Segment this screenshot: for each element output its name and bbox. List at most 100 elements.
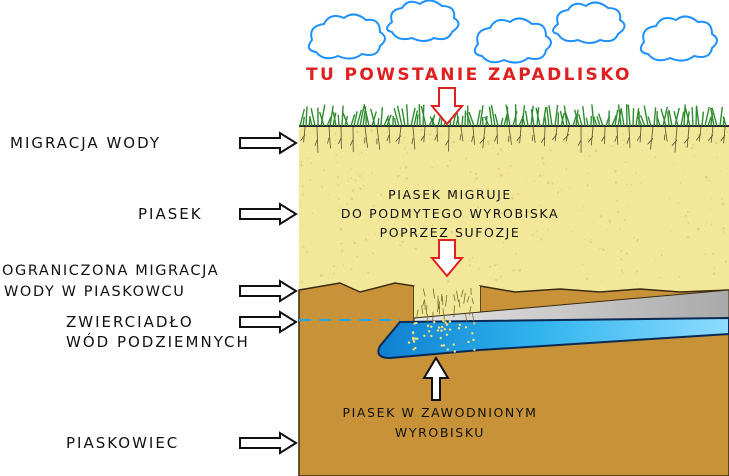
sand-speckle <box>468 259 471 262</box>
sand-speckle <box>452 140 456 144</box>
label-zwierciadlo-2: WÓD PODZIEMNYCH <box>66 333 250 351</box>
sand-speckle <box>406 191 409 194</box>
sand-speckle <box>707 179 710 182</box>
root <box>327 126 331 149</box>
sand-speckle <box>333 272 335 275</box>
sand-speckle <box>629 183 632 186</box>
sand-speckle <box>372 204 375 207</box>
sand-speckle <box>494 278 498 282</box>
sand-speckle <box>686 211 689 213</box>
sand-speckle <box>476 205 480 209</box>
sand-speckle <box>617 210 620 213</box>
sand-speckle <box>726 131 729 133</box>
grass-blade <box>393 108 400 127</box>
sand-speckle <box>431 224 434 227</box>
grass-blade <box>627 104 631 127</box>
grass-blade <box>431 114 436 127</box>
sand-speckle <box>302 246 305 249</box>
sand-speckle <box>606 228 608 230</box>
root <box>300 126 306 143</box>
root <box>445 126 450 152</box>
grass-blade <box>695 105 700 127</box>
sand-speckle <box>354 179 357 182</box>
sinkhole-location-arrow <box>429 87 465 126</box>
grass-blade <box>559 110 565 127</box>
root <box>540 126 546 147</box>
sand-speckle <box>713 272 716 276</box>
grass-blade <box>710 107 715 127</box>
sand-speckle <box>475 177 478 180</box>
root <box>562 126 570 142</box>
sand-speckle <box>679 182 681 185</box>
root <box>364 126 368 148</box>
sand-speckle <box>716 156 718 159</box>
sand-grain <box>430 325 433 328</box>
sand-speckle <box>423 225 425 227</box>
sand-speckle <box>693 155 695 157</box>
sand-speckle <box>722 227 725 230</box>
sand-speckle <box>622 144 625 146</box>
flooded-sand-pointer-arrow <box>422 356 450 401</box>
root <box>663 126 668 142</box>
grass-blade <box>350 114 356 127</box>
sinkhole-sand-flow <box>416 287 475 324</box>
clouds <box>307 0 718 64</box>
root <box>479 126 486 149</box>
sand-speckle <box>541 157 544 160</box>
sand-grain <box>472 338 475 342</box>
sand-grain <box>458 323 461 327</box>
sand-speckle <box>391 189 394 193</box>
sand-grain <box>471 332 474 335</box>
sand-speckle <box>543 271 545 273</box>
sand-speckle <box>542 162 545 165</box>
sand-grain <box>439 336 442 340</box>
sand-speckle <box>654 156 657 159</box>
sand-speckle <box>403 197 406 200</box>
sand-speckle <box>586 184 589 187</box>
sand-speckle <box>608 219 612 223</box>
sand-speckle <box>404 165 408 169</box>
grass-blade <box>310 108 316 127</box>
sand-speckle <box>654 260 657 262</box>
sand-speckle <box>447 280 450 283</box>
sand-speckle <box>471 256 474 259</box>
sand-speckle <box>332 265 335 268</box>
sand-grain <box>411 331 415 335</box>
sand-speckle <box>569 186 571 189</box>
sand-speckle <box>499 148 502 151</box>
sand-speckle <box>440 133 443 135</box>
sand-speckle <box>526 210 530 214</box>
grass-blade <box>505 104 511 127</box>
grass-blade <box>483 116 490 127</box>
grass-blade <box>380 107 384 127</box>
grass-blade <box>490 104 496 127</box>
sand-speckle <box>551 182 554 185</box>
sand-grain <box>448 320 452 323</box>
sand-grain <box>446 348 449 351</box>
grass-blade <box>597 113 604 127</box>
grass-blade <box>620 108 625 127</box>
sand-speckle <box>515 252 518 255</box>
grass-blade <box>701 111 705 127</box>
sand-speckle <box>556 191 560 194</box>
sand-speckle <box>399 233 402 235</box>
sand-grain <box>416 337 419 340</box>
grass-blade <box>429 116 436 127</box>
sand-flow-stroke <box>456 290 459 303</box>
sand-grain <box>414 346 417 350</box>
sand-speckle <box>658 277 661 279</box>
grass-blade <box>544 116 547 127</box>
sand-speckle <box>508 172 510 174</box>
sand-speckle <box>705 129 708 132</box>
grass-blade <box>653 107 657 127</box>
sand-speckle <box>469 170 472 174</box>
sand-speckle <box>580 209 582 211</box>
sand-speckle <box>636 239 639 242</box>
grass-blade <box>554 104 559 127</box>
sand-migration-arrow <box>429 239 465 278</box>
sand-speckle <box>353 241 356 245</box>
grass-blade <box>643 105 649 127</box>
sand-speckle <box>492 143 494 145</box>
sand-speckle <box>494 264 497 267</box>
